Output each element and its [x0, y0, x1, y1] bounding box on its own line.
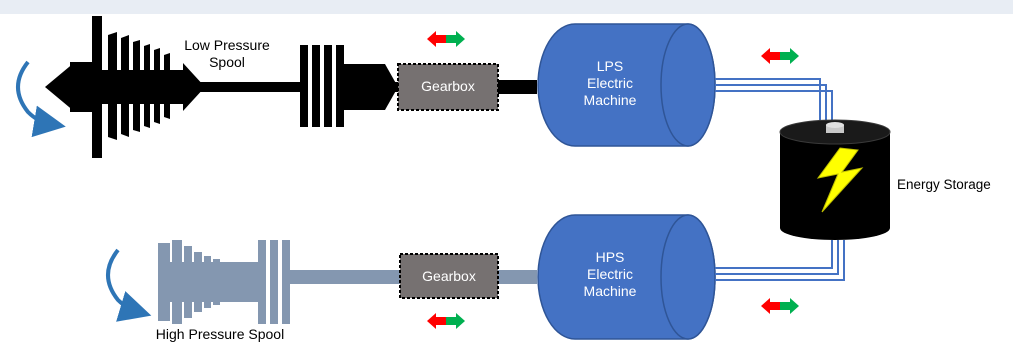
lp-turbine-stage — [324, 45, 332, 127]
hp-turbine-stage — [282, 240, 290, 324]
power-cable-top — [715, 78, 833, 130]
rotation-arrow-icon — [106, 248, 152, 322]
gearbox-top — [397, 63, 499, 111]
bidirectional-arrow-icon — [761, 298, 799, 314]
hp-turbine-stage — [270, 240, 278, 324]
lp-nose-cone — [45, 62, 75, 112]
lp-fan-blade — [92, 16, 102, 158]
rotation-arrow-icon — [16, 60, 66, 138]
label-line: Spool — [209, 54, 245, 70]
lp-hub — [70, 62, 95, 112]
label-line: LPS — [596, 58, 624, 74]
lps-electric-machine — [537, 23, 716, 147]
bidirectional-arrow-icon — [427, 31, 465, 47]
gearbox-bottom — [399, 253, 499, 299]
lp-turbine-cone — [340, 64, 398, 110]
lp-core — [100, 70, 185, 104]
high-pressure-spool — [158, 240, 537, 324]
lp-turbine-stage — [300, 45, 308, 127]
battery-terminal — [826, 125, 844, 133]
hps-electric-machine — [537, 214, 716, 340]
lps-machine-label: LPS Electric Machine — [560, 58, 660, 109]
lp-core-taper — [183, 63, 205, 111]
label-line: Machine — [583, 283, 637, 299]
bidirectional-arrow-icon — [761, 48, 799, 64]
lp-shaft — [200, 82, 300, 92]
power-cable-bottom — [715, 240, 845, 281]
energy-storage-label: Energy Storage — [897, 177, 991, 192]
hp-core — [158, 262, 258, 302]
bidirectional-arrow-icon — [427, 313, 465, 329]
lp-output-shaft — [497, 80, 537, 94]
label-line: HPS — [595, 249, 625, 265]
low-pressure-spool-label: Low Pressure Spool — [172, 37, 282, 71]
label-line: Electric — [587, 75, 633, 91]
hp-turbine-stage — [258, 240, 266, 324]
hps-machine-label: HPS Electric Machine — [560, 249, 660, 300]
label-line: Machine — [583, 92, 637, 108]
high-pressure-spool-label: High Pressure Spool — [155, 326, 285, 342]
low-pressure-spool — [45, 16, 537, 158]
hp-shaft — [290, 270, 402, 284]
label-line: Electric — [587, 266, 633, 282]
label-line: Low Pressure — [184, 37, 270, 53]
lp-turbine-stage — [312, 45, 320, 127]
gearbox-top-label: Gearbox — [421, 78, 475, 94]
lightning-bolt-icon — [816, 147, 864, 213]
energy-storage-battery — [779, 119, 891, 240]
hp-output-shaft — [497, 270, 537, 284]
gearbox-bottom-label: Gearbox — [422, 268, 476, 284]
